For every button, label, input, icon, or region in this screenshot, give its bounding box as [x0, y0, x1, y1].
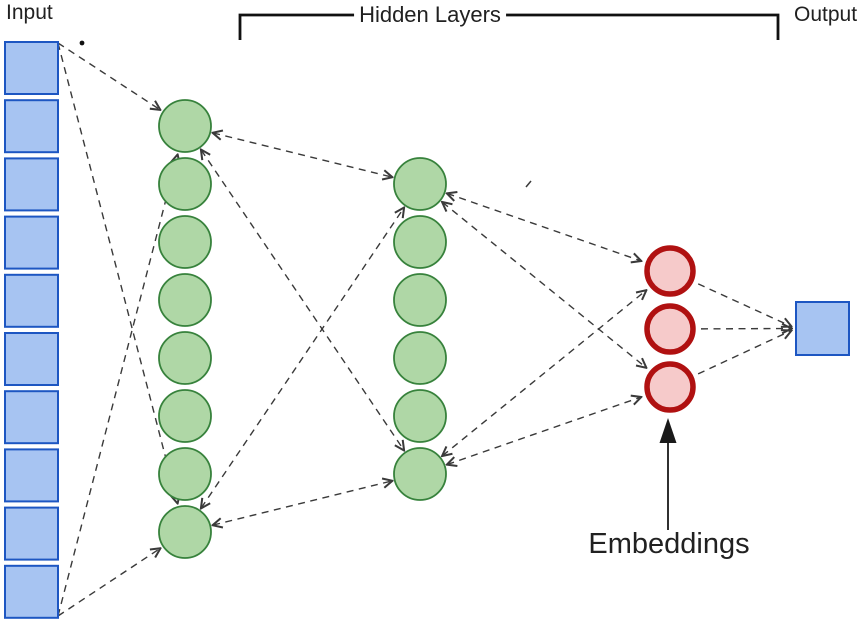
embedding-node: [644, 361, 696, 413]
connector-line: [57, 155, 177, 617]
output-node: [795, 301, 850, 356]
embeddings-arrowhead-icon: [659, 418, 677, 443]
connector-line: [201, 208, 404, 508]
hidden1-node: [158, 447, 212, 501]
input-node: [4, 157, 59, 212]
input-node: [4, 41, 59, 95]
hidden-layers-label: Hidden Layers: [354, 2, 506, 28]
input-node: [4, 448, 59, 503]
connector-line: [57, 42, 177, 503]
hidden1-node: [158, 215, 212, 269]
connector-line: [213, 133, 392, 177]
hidden-layers-bracket: [238, 13, 780, 40]
connector-line: [213, 481, 392, 525]
hidden2-node: [393, 215, 447, 269]
hidden2-node: [393, 273, 447, 327]
input-node: [4, 332, 59, 386]
hidden2-node: [393, 389, 447, 443]
embedding-node: [644, 245, 696, 297]
input-node: [4, 506, 59, 561]
hidden1-node: [158, 331, 212, 385]
input-label: Input: [6, 1, 53, 24]
hidden1-node: [158, 505, 212, 559]
input-node: [4, 215, 59, 270]
connector-line: [201, 150, 404, 450]
stray-mark: [525, 180, 532, 188]
input-node: [4, 99, 59, 154]
hidden2-node: [393, 447, 447, 501]
connector-line: [57, 549, 160, 617]
hidden1-node: [158, 273, 212, 327]
hidden1-node: [158, 389, 212, 443]
stray-dot: [79, 40, 85, 46]
output-label: Output: [794, 3, 858, 26]
input-node: [4, 390, 59, 445]
embeddings-label: Embeddings: [588, 528, 750, 560]
hidden1-node: [158, 99, 212, 153]
connector-line: [697, 283, 791, 326]
connector-line: [57, 42, 160, 110]
connector-line: [447, 397, 640, 464]
hidden1-node: [158, 157, 212, 211]
connector-line: [447, 194, 640, 261]
input-node: [4, 273, 59, 328]
input-node: [4, 564, 59, 619]
embedding-node: [644, 303, 696, 355]
hidden2-node: [393, 157, 447, 211]
hidden2-node: [393, 331, 447, 385]
connector-line: [697, 331, 791, 375]
